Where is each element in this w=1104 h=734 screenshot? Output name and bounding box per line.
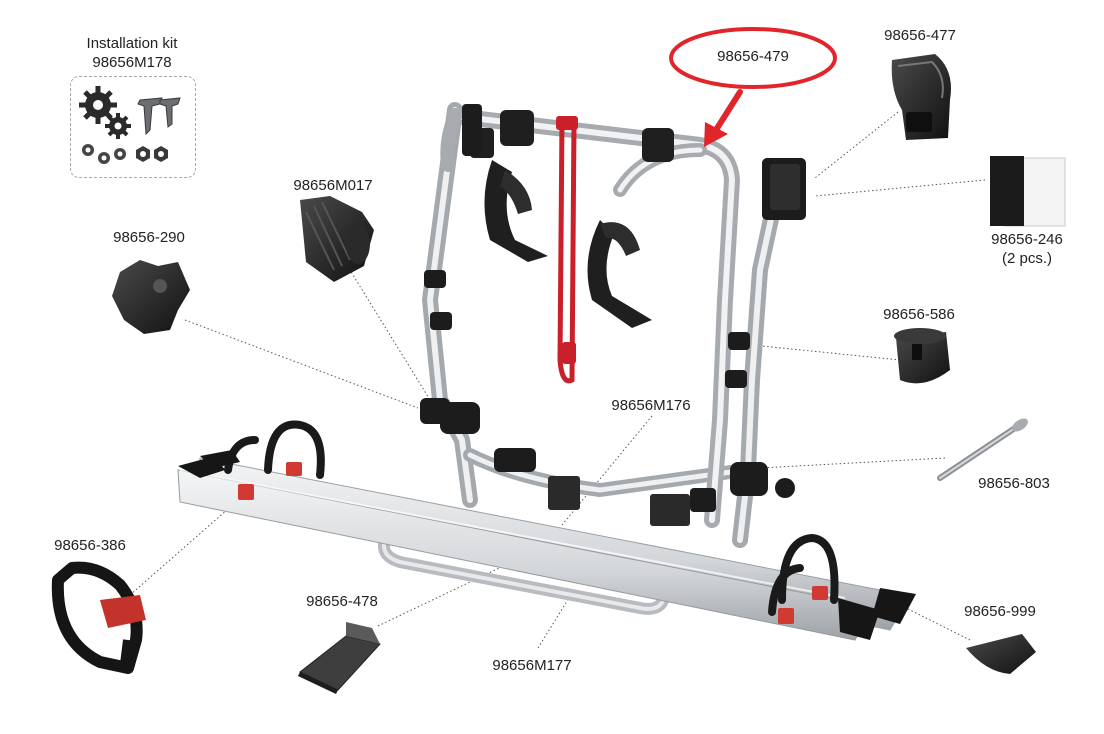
upper-u-bar-98656-479 <box>440 108 740 528</box>
installation-kit-title: Installation kit <box>86 35 178 52</box>
part-98656-999-endcap <box>966 634 1036 674</box>
leader-98656-999 <box>899 604 971 641</box>
label-98656-477: 98656-477 <box>884 27 956 44</box>
bike-holder-left <box>470 110 548 262</box>
nut-icon <box>136 146 168 162</box>
chain-icon <box>82 144 126 164</box>
leader-lines <box>129 111 986 649</box>
part-98656-290-knob <box>112 260 190 334</box>
highlight-arrow <box>704 89 743 147</box>
part-98656-386-strap <box>51 561 146 674</box>
label-98656M017: 98656M017 <box>293 177 373 194</box>
label-98656-246: 98656-246 <box>991 231 1063 248</box>
label-98656-386: 98656-386 <box>54 537 126 554</box>
bike-rack-frame <box>177 102 916 641</box>
leader-98656-246 <box>814 179 986 197</box>
screw-icon <box>137 97 181 136</box>
gear-icon <box>79 86 131 139</box>
label-98656-478: 98656-478 <box>306 593 378 610</box>
leader-98656M177 <box>537 592 573 649</box>
rail-end-caps <box>178 450 916 640</box>
label-98656-246-qty: (2 pcs.) <box>1001 250 1052 267</box>
leader-98656-803 <box>759 457 946 469</box>
label-98656-999: 98656-999 <box>964 603 1036 620</box>
leader-98656-290 <box>184 319 419 409</box>
label-98656-586: 98656-586 <box>883 306 955 323</box>
front-wheel-rail <box>177 469 871 641</box>
part-98656-803-bolt <box>937 418 1028 481</box>
label-98656M176: 98656M176 <box>611 397 691 414</box>
leader-98656M017 <box>344 261 431 401</box>
rail-wheel-straps <box>224 420 839 616</box>
installation-kit-part: 98656M178 <box>92 54 172 71</box>
installation-kit-box <box>70 76 196 178</box>
label-98656-803: 98656-803 <box>978 475 1050 492</box>
rail-red-buckles <box>238 462 828 624</box>
part-98656-246-pads <box>990 156 1066 227</box>
label-98656-479: 98656-479 <box>717 48 789 65</box>
part-98656M017-knob <box>300 196 374 282</box>
label-98656M177: 98656M177 <box>492 657 572 674</box>
leader-98656-586 <box>761 345 901 361</box>
leader-98656-477 <box>814 111 899 179</box>
arm-clamps <box>420 270 795 526</box>
installation-kit-icons <box>79 86 181 164</box>
red-safety-strap <box>556 116 578 384</box>
part-98656-478-plate <box>298 622 381 694</box>
part-98656-586-spacer <box>894 328 950 384</box>
leader-98656-386 <box>129 494 245 596</box>
label-98656-290: 98656-290 <box>113 229 185 246</box>
part-98656-477-bracket <box>891 54 951 140</box>
bike-holder-right <box>587 128 674 328</box>
highlight-ellipse <box>669 27 837 89</box>
top-brackets <box>462 104 806 220</box>
